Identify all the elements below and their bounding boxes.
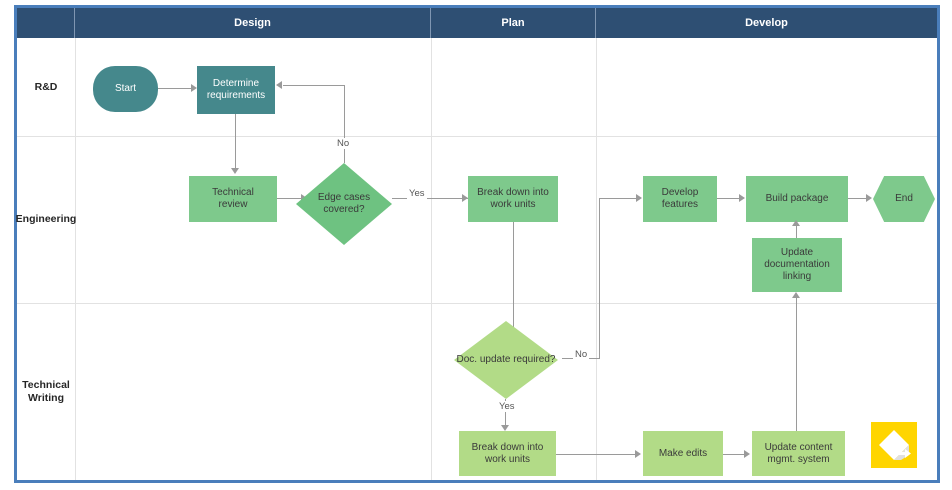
lane-label-technical-writing-line2: Writing [28, 391, 64, 404]
lane-label-rd: R&D [34, 80, 58, 93]
node-update-documentation-linking-line1: Update [780, 247, 814, 258]
connector-loopback-horizontal [283, 85, 345, 87]
grid-vline-design-plan [431, 38, 432, 480]
node-edge-cases-decision[interactable]: Edge cases covered? [296, 163, 392, 245]
node-develop-features-line1: Develop [661, 187, 699, 198]
node-update-documentation-linking[interactable]: Update documentation linking [752, 238, 842, 292]
node-end[interactable]: End [873, 176, 935, 222]
diagram-frame: Design Plan Develop R&D Engineering Tech… [14, 5, 940, 483]
node-make-edits[interactable]: Make edits [643, 431, 723, 476]
node-break-down-engineering-line2: work units [490, 199, 536, 210]
node-doc-update-line1: Doc. update [456, 354, 511, 365]
node-break-down-technical-writing[interactable]: Break down into work units [459, 431, 556, 476]
connector-doc-no-to-develop [599, 198, 636, 200]
connector-breakdown-to-doc-update [513, 222, 515, 334]
node-start[interactable]: Start [93, 66, 158, 112]
grid-vline-plan-develop [596, 38, 597, 480]
arrowhead-edge-cases-yes [462, 194, 468, 202]
header-cell-lane [17, 8, 75, 38]
node-break-down-engineering[interactable]: Break down into work units [468, 176, 558, 222]
node-determine-requirements-line2: requirements [206, 90, 266, 101]
edge-label-yes-edge-cases: Yes [407, 188, 427, 199]
connector-edge-cases-yes [392, 198, 469, 200]
connector-makeedits-to-cms [723, 454, 745, 456]
arrowhead-develop-to-build [739, 194, 745, 202]
node-technical-review-line2: review [218, 199, 248, 210]
header-cell-plan[interactable]: Plan [431, 8, 596, 38]
node-develop-features[interactable]: Develop features [643, 176, 717, 222]
arrowhead-doc-yes [501, 425, 509, 431]
node-break-down-technical-writing-line1: Break down into [471, 441, 544, 453]
node-determine-requirements[interactable]: Determine requirements [197, 66, 275, 114]
node-update-documentation-linking-line3: linking [782, 271, 812, 282]
connector-doc-yes-vertical [505, 399, 507, 427]
node-build-package[interactable]: Build package [746, 176, 848, 222]
connector-determine-to-technical-review [235, 114, 237, 170]
connector-cms-to-updatedoc [796, 294, 798, 440]
app-logo-watermark [871, 422, 917, 468]
connector-doc-no-vertical [599, 198, 601, 359]
connector-build-to-end [848, 198, 867, 200]
node-develop-features-line2: features [661, 199, 699, 210]
node-doc-update-text: Doc. update required? [454, 321, 558, 399]
node-break-down-engineering-line1: Break down into [477, 187, 549, 198]
lane-label-engineering: Engineering [15, 213, 77, 225]
arrowhead-determine-to-technical-review [231, 168, 239, 174]
grid-hline-rd-engineering [17, 136, 937, 137]
arrowhead-build-to-end [866, 194, 872, 202]
node-doc-update-line2: required? [513, 354, 556, 365]
arrowhead-makeedits-to-cms [744, 450, 750, 458]
arrowhead-breakdowntw-to-makeedits [635, 450, 641, 458]
arrowhead-loopback-to-determine [276, 81, 282, 89]
connector-updatedoc-to-build [796, 222, 798, 238]
edge-label-no-edge-cases: No [335, 138, 352, 149]
arrowhead-doc-no-to-develop [636, 194, 642, 202]
node-update-documentation-linking-line2: documentation [764, 259, 830, 270]
node-make-edits-label: Make edits [658, 447, 708, 459]
node-end-text: End [873, 176, 935, 222]
node-doc-update-decision[interactable]: Doc. update required? [454, 321, 558, 399]
connector-start-to-determine [158, 88, 191, 90]
node-end-label: End [895, 193, 913, 204]
node-update-content-mgmt-system-line1: Update content [764, 441, 833, 453]
node-edge-cases-text: Edge cases covered? [296, 163, 392, 245]
header-cell-design[interactable]: Design [75, 8, 431, 38]
connector-breakdowntw-to-makeedits [556, 454, 636, 456]
node-start-label: Start [114, 83, 137, 94]
node-build-package-label: Build package [765, 193, 829, 204]
node-end-shape [873, 176, 935, 222]
arrowhead-updatedoc-to-build [792, 220, 800, 226]
arrowhead-start-to-determine [191, 84, 197, 92]
node-technical-review-line1: Technical [212, 187, 254, 198]
node-edge-cases-line1: Edge cases [317, 192, 371, 203]
node-technical-review[interactable]: Technical review [189, 176, 277, 222]
grid-hline-engineering-techwriting [17, 303, 937, 304]
edge-label-yes-doc-update: Yes [497, 401, 517, 412]
grid-vline-lane [75, 38, 76, 480]
connector-develop-to-build [717, 198, 740, 200]
node-edge-cases-line2: covered? [323, 204, 365, 215]
arrowhead-cms-to-updatedoc [792, 292, 800, 298]
node-update-content-mgmt-system[interactable]: Update content mgmt. system [752, 431, 845, 476]
node-break-down-technical-writing-line2: work units [484, 453, 530, 465]
logo-glyph-icon [879, 430, 911, 460]
lane-label-technical-writing-line1: Technical [22, 378, 70, 391]
edge-label-no-doc-update: No [573, 349, 590, 360]
node-update-content-mgmt-system-line2: mgmt. system [767, 453, 830, 465]
header-cell-develop[interactable]: Develop [596, 8, 937, 38]
node-determine-requirements-line1: Determine [212, 78, 260, 89]
lane-label-technical-writing: Technical Writing [17, 303, 75, 480]
connector-loopback-vertical [344, 85, 346, 163]
connector-technical-review-to-edge-cases [277, 198, 301, 200]
